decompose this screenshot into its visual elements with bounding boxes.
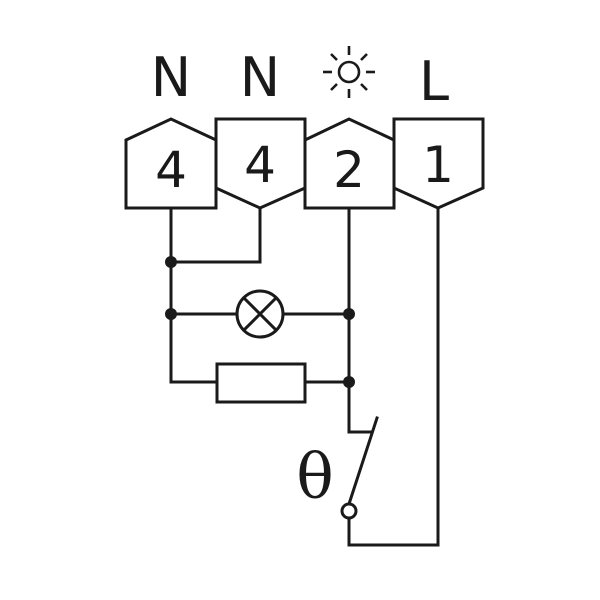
junction-dot — [343, 376, 355, 388]
switch-contact-circle — [340, 502, 358, 520]
sun-icon — [323, 46, 375, 98]
live-wire — [347, 206, 440, 547]
neutral-link-wire — [169, 206, 262, 264]
terminal-number: 2 — [333, 141, 365, 199]
terminal-label-l: L — [419, 50, 449, 113]
switch-lever — [347, 416, 379, 506]
terminal-number: 4 — [244, 136, 276, 194]
lamp-icon — [235, 289, 285, 339]
terminal-number: 1 — [422, 136, 454, 194]
resistor-symbol — [215, 362, 307, 404]
terminal-number: 4 — [155, 141, 187, 199]
terminal-label-n-1: N — [151, 46, 191, 109]
junction-dot — [165, 256, 177, 268]
terminal-label-n-2: N — [240, 46, 280, 109]
terminal-block-4-left: 4 — [124, 117, 218, 210]
terminal-block-1: 1 — [392, 117, 485, 210]
junction-dot — [165, 308, 177, 320]
junction-dot — [343, 308, 355, 320]
terminal-block-2: 2 — [303, 117, 396, 210]
terminal-block-4-right: 4 — [214, 117, 307, 210]
junction-dots — [165, 256, 355, 388]
thermostat-symbol: θ — [296, 440, 333, 513]
